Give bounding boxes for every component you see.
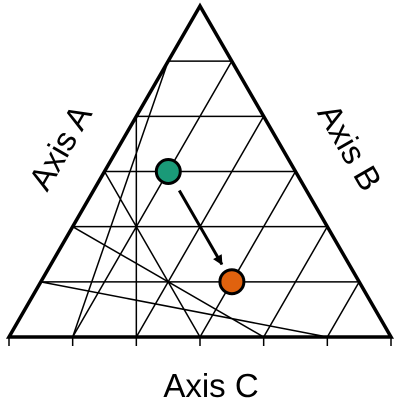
tick-right [294, 171, 301, 179]
tick-right [231, 60, 237, 69]
axis-ticks [8, 60, 392, 346]
tick-left [67, 226, 74, 235]
grid-line-parallel-right [103, 171, 201, 338]
arrow-layer [177, 189, 224, 266]
grid-line-parallel-left [72, 60, 233, 338]
grid-line-parallel-right [40, 281, 328, 338]
tick-right [326, 226, 333, 235]
points-layer [154, 158, 246, 296]
tick-left [131, 115, 137, 124]
tick-right [263, 115, 269, 124]
tick-left [36, 281, 42, 290]
axis-c-label: Axis C [163, 367, 258, 401]
tick-left [99, 171, 106, 179]
start-point [154, 158, 182, 185]
tick-right [358, 281, 364, 290]
axis-a-label: Axis A [21, 98, 99, 196]
end-point [218, 268, 246, 296]
axis-b-label: Axis B [311, 97, 390, 197]
tick-left [163, 60, 169, 69]
grid-line-parallel-left [326, 281, 360, 338]
arrow [177, 189, 224, 266]
